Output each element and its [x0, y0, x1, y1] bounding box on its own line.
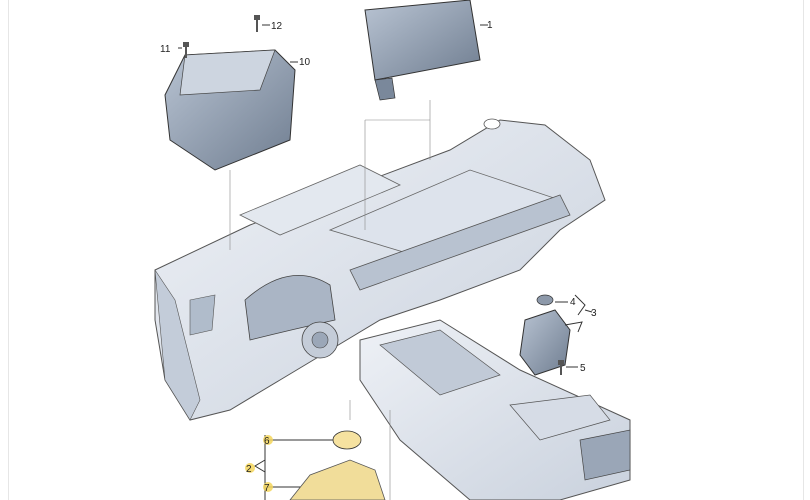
- callout-12: 12: [271, 21, 283, 32]
- part-10-control-unit: [164, 49, 298, 171]
- callout-7: 7: [264, 483, 270, 494]
- callout-6: 6: [264, 436, 270, 447]
- callout-1: 1: [487, 20, 493, 31]
- center-console: [359, 319, 631, 500]
- dashboard-panel: [154, 118, 606, 421]
- part-11-screw: [178, 42, 189, 58]
- part-3-switch-module: [519, 294, 593, 376]
- callout-2: 2: [246, 464, 252, 475]
- part-1-display-unit: [364, 0, 488, 101]
- callout-3: 3: [591, 308, 597, 319]
- callout-4: 4: [570, 297, 576, 308]
- callout-5: 5: [580, 363, 586, 374]
- callout-11: 11: [160, 44, 171, 55]
- part-12-screw: [254, 15, 270, 32]
- leader-lines: [229, 100, 431, 500]
- callout-10: 10: [299, 57, 311, 68]
- part-2-highlighted-switch-panel: [245, 430, 386, 500]
